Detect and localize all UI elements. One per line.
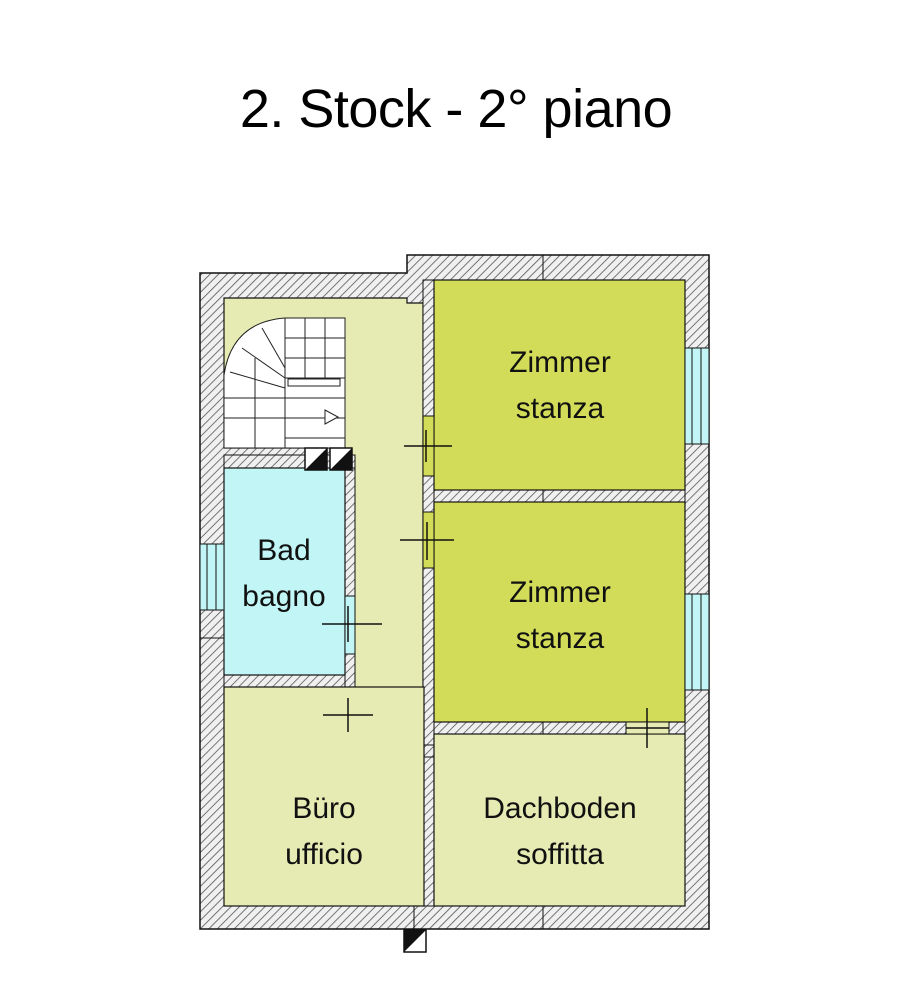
label-buero-it: ufficio (285, 838, 363, 871)
chimney-flues (304, 447, 353, 471)
wall-tick-marks (200, 255, 544, 929)
label-buero-de: Büro (292, 792, 355, 825)
label-zimmer-1-de: Zimmer (509, 346, 611, 379)
doors (322, 415, 670, 748)
label-zimmer-2-it: stanza (516, 622, 605, 655)
label-bad-de: Bad (257, 534, 310, 567)
label-bad-it: bagno (242, 580, 325, 613)
label-dachboden-de: Dachboden (483, 792, 636, 825)
label-dachboden-it: soffitta (516, 838, 604, 871)
label-zimmer-2-de: Zimmer (509, 576, 611, 609)
staircase (223, 317, 346, 449)
room-labels: Zimmer stanza Zimmer stanza Bad bagno Bü… (242, 346, 636, 871)
label-zimmer-1-it: stanza (516, 392, 605, 425)
room-zimmer-1 (433, 279, 686, 491)
room-bad (223, 467, 346, 676)
plan-title: 2. Stock - 2° piano (239, 79, 673, 139)
room-dachboden (433, 733, 686, 907)
exterior-chimney (403, 929, 427, 953)
windows (199, 347, 710, 691)
room-buero (223, 686, 425, 907)
room-zimmer-2 (433, 501, 686, 723)
